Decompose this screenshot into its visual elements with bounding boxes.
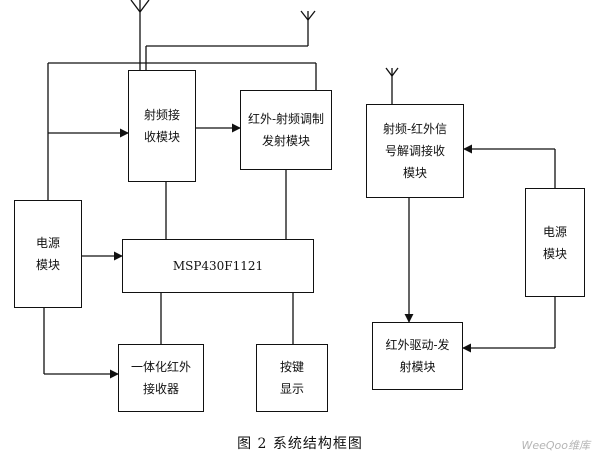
rf-receiver-label: 射频接 收模块 [143,108,180,144]
power-module-right-label: 电源 模块 [542,224,567,261]
rf-ir-receiver-label: 射频-红外信 号解调接收 模块 [382,122,448,180]
keys-display-label: 按键 显示 [279,360,304,396]
figure-caption: 图 2 系统结构框图 [237,436,363,452]
integrated-ir-receiver-block: 一体化红外 接收器 [118,344,204,412]
antenna-icon-rf-receiver [130,0,150,70]
power-line-left-top [47,62,317,200]
ir-driver-transmitter-label: 红外驱动-发 射模块 [385,338,450,374]
integrated-ir-receiver-label: 一体化红外 接收器 [130,360,191,396]
ir-rf-transmitter-block: 红外-射频调制 发射模块 [240,90,332,170]
mcu-block: MSP430F1121 [122,239,314,293]
power-module-left: 电源 模块 [14,200,82,308]
arrow-power-right-to-ir-driver [462,297,556,353]
rf-ir-receiver-block: 射频-红外信 号解调接收 模块 [366,104,464,198]
ir-rf-transmitter-label: 红外-射频调制 发射模块 [247,112,325,148]
rf-receiver-block: 射频接 收模块 [128,70,196,182]
power-module-right: 电源 模块 [525,188,585,297]
watermark: WeeQoo维库 [521,439,590,452]
antenna-icon-rf-ir-receiver [385,67,399,104]
arrow-power-to-ir-receiver [43,308,119,379]
power-module-left-label: 电源 模块 [35,236,60,272]
mcu-label: MSP430F1121 [172,259,264,273]
antenna-icon-transmitter [145,10,316,70]
arrow-power-right-to-receiver [463,144,556,188]
ir-driver-transmitter-block: 红外驱动-发 射模块 [372,322,463,390]
keys-display-block: 按键 显示 [256,344,328,412]
